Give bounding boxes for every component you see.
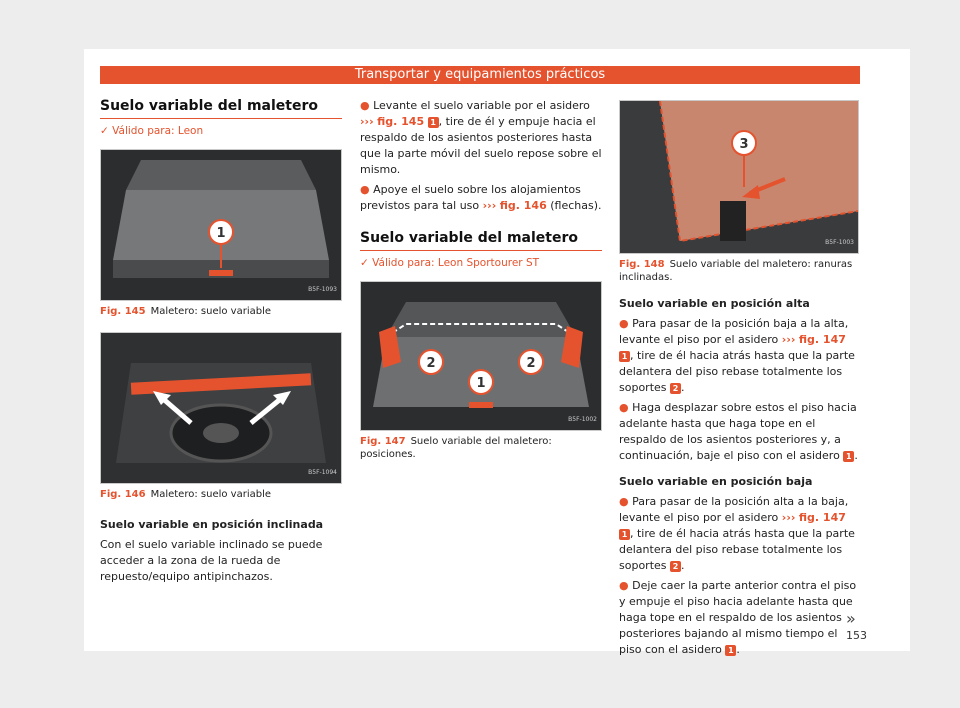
spare-wheel-image <box>101 333 341 483</box>
trunk-floor-image: 1 <box>101 150 341 300</box>
validity-text: Válido para: Leon <box>112 125 204 137</box>
bullet-item: ● Apoye el suelo sobre los alojamientos … <box>360 182 602 214</box>
figure-number: Fig. 145 <box>100 306 146 317</box>
figure-146-caption: Fig. 146 Maletero: suelo variable <box>100 488 342 501</box>
figure-number: Fig. 147 <box>360 436 406 447</box>
subheading: Suelo variable en posición inclinada <box>100 518 324 531</box>
figure-number: Fig. 148 <box>619 259 665 270</box>
bullet-icon: ● <box>619 317 633 330</box>
bullet-text: Levante el suelo variable por el asidero <box>373 99 590 112</box>
callout-2: 2 <box>426 356 435 371</box>
check-icon: ✓ <box>360 257 373 269</box>
bullet-text: Para pasar de la posición alta a la baja… <box>619 495 849 524</box>
figure-code: B5F-1094 <box>308 469 337 476</box>
validity-text: Válido para: Leon Sportourer ST <box>372 257 540 269</box>
caption-text: Maletero: suelo variable <box>150 489 272 500</box>
punctuation: . <box>681 381 685 394</box>
figure-code: B5F-1002 <box>568 416 597 423</box>
subheading: Suelo variable en posición baja <box>619 475 813 488</box>
punctuation: . <box>681 559 685 572</box>
figure-ref[interactable]: fig. 146 <box>499 199 547 212</box>
left-column: Suelo variable del maletero ✓ Válido par… <box>100 98 342 589</box>
bullet-item: ● Deje caer la parte anterior contra el … <box>619 578 859 658</box>
caption-text: Maletero: suelo variable <box>150 306 272 317</box>
bullet-icon: ● <box>360 183 374 196</box>
bullet-icon: ● <box>619 401 633 414</box>
punctuation: . <box>736 643 740 656</box>
bullet-text: Haga desplazar sobre estos el piso hacia… <box>619 401 857 462</box>
callout-2b: 2 <box>526 356 535 371</box>
sportourer-trunk-image: 2 1 2 <box>361 282 601 430</box>
figure-146: B5F-1094 <box>100 332 342 484</box>
callout-number: 2 <box>670 383 682 394</box>
figure-number: Fig. 146 <box>100 489 146 500</box>
bullet-item: ● Haga desplazar sobre estos el piso hac… <box>619 400 859 464</box>
bullet-text: (flechas). <box>550 199 602 212</box>
figure-148: 3 B5F-1003 <box>619 100 859 254</box>
caption-text: Suelo variable del maletero: posiciones. <box>360 436 552 460</box>
punctuation: . <box>854 449 858 462</box>
bullet-text: Apoye el suelo sobre los alojamientos pr… <box>360 183 581 212</box>
ref-arrow: ››› <box>781 333 796 346</box>
callout-number: 2 <box>670 561 682 572</box>
figure-145: 1 B5F-1093 <box>100 149 342 301</box>
ref-arrow: ››› <box>360 115 374 128</box>
figure-ref[interactable]: fig. 145 <box>377 115 425 128</box>
bullet-item: ● Levante el suelo variable por el aside… <box>360 98 602 178</box>
section-header: Transportar y equipamientos prácticos <box>100 66 860 84</box>
bullet-text: , tire de él hacia atrás hasta que la pa… <box>619 527 855 572</box>
middle-column: ● Levante el suelo variable por el aside… <box>360 98 602 461</box>
bullet-text: , tire de él y empuje hacia el respaldo … <box>360 115 602 176</box>
callout-1: 1 <box>476 376 485 391</box>
caption-text: Suelo variable del maletero: ranuras inc… <box>619 259 853 283</box>
callout-number: 1 <box>619 351 630 362</box>
callout-number: 1 <box>619 529 630 540</box>
validity-note: ✓ Válido para: Leon Sportourer ST <box>360 255 602 271</box>
bullet-text: , tire de él hacia atrás hasta que la pa… <box>619 349 855 394</box>
bullet-item: ● Para pasar de la posición alta a la ba… <box>619 494 859 574</box>
figure-ref[interactable]: fig. 147 <box>798 333 846 346</box>
page-number: 153 <box>846 629 867 642</box>
callout-1: 1 <box>216 226 225 241</box>
bullet-text: Para pasar de la posición baja a la alta… <box>619 317 849 346</box>
figure-code: B5F-1093 <box>308 286 337 293</box>
check-icon: ✓ <box>100 125 113 137</box>
validity-note: ✓ Válido para: Leon <box>100 123 342 139</box>
subheading: Suelo variable en posición alta <box>619 297 810 310</box>
bullet-text: Deje caer la parte anterior contra el pi… <box>619 579 857 656</box>
figure-code: B5F-1003 <box>825 239 854 246</box>
figure-147: 2 1 2 B5F-1002 <box>360 281 602 431</box>
bullet-icon: ● <box>619 495 633 508</box>
section-title: Suelo variable del maletero <box>360 230 602 251</box>
callout-3: 3 <box>739 137 748 152</box>
inclined-slots-image: 3 <box>620 101 858 253</box>
ref-arrow: ››› <box>781 511 796 524</box>
callout-number: 1 <box>427 117 439 128</box>
continued-marker: » <box>846 609 856 628</box>
callout-number: 1 <box>725 645 737 656</box>
ref-arrow: ››› <box>482 199 497 212</box>
paragraph: Con el suelo variable inclinado se puede… <box>100 538 323 583</box>
bullet-item: ● Para pasar de la posición baja a la al… <box>619 316 859 396</box>
section-title: Suelo variable del maletero <box>100 98 342 119</box>
figure-ref[interactable]: fig. 147 <box>798 511 846 524</box>
bullet-icon: ● <box>619 579 633 592</box>
bullet-icon: ● <box>360 99 374 112</box>
figure-145-caption: Fig. 145 Maletero: suelo variable <box>100 305 342 318</box>
callout-number: 1 <box>843 451 855 462</box>
